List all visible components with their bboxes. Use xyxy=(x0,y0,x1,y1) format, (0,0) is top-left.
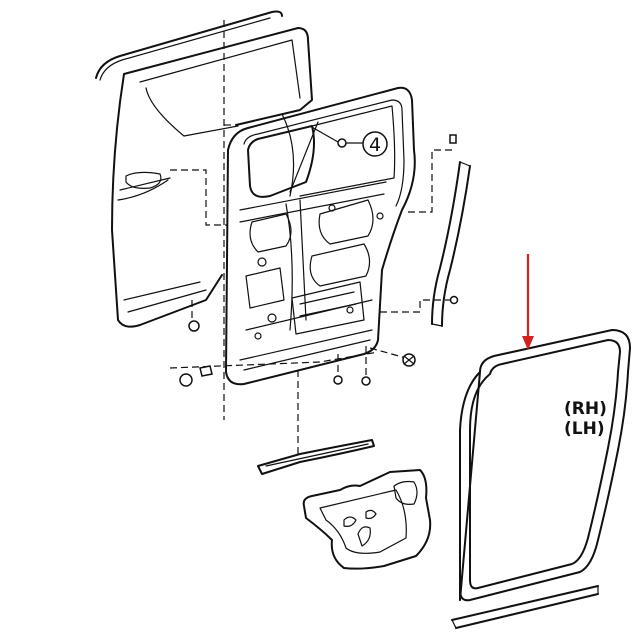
side-label-lh: (LH) xyxy=(564,419,605,439)
inner-door-frame xyxy=(225,86,416,386)
door-weatherstrip xyxy=(451,329,631,629)
callout-4: 4 xyxy=(309,125,388,157)
window-run-channel xyxy=(431,161,471,327)
callout-number: 4 xyxy=(369,134,381,156)
side-label-rh: (RH) xyxy=(564,399,607,419)
service-hole-cover xyxy=(302,469,432,570)
red-pointer-arrow xyxy=(522,254,534,350)
side-labels: (RH) (LH) xyxy=(564,399,607,439)
lower-trim-strip xyxy=(257,439,375,475)
outer-door-panel xyxy=(95,10,313,328)
fastener-clips xyxy=(179,134,459,387)
